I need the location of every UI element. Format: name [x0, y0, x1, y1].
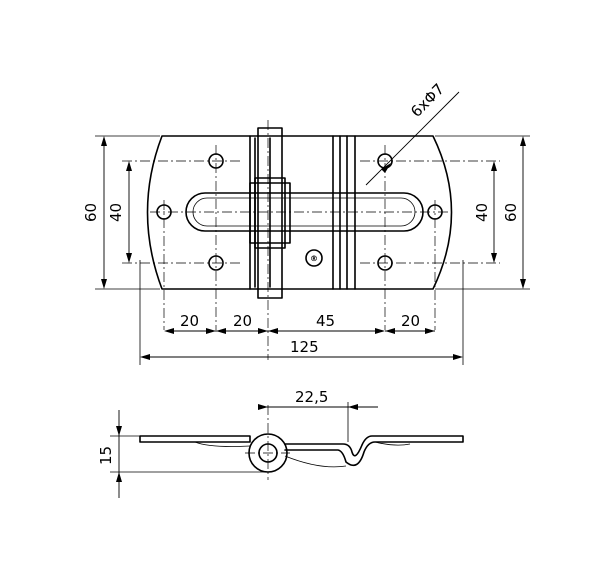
dim-holes-right: 40 [473, 203, 491, 222]
side-right-plate [284, 435, 464, 467]
logo-text: ® [310, 254, 318, 263]
dim-thickness: 15 [97, 446, 115, 465]
dim-chain-2: 20 [233, 312, 252, 330]
side-view: 15 22,5 [97, 388, 464, 498]
side-left-plate [139, 435, 251, 443]
latch-slot-inner [192, 197, 416, 227]
strap [249, 177, 291, 249]
dim-offset: 22,5 [295, 388, 328, 406]
dim-chain-3: 45 [316, 312, 335, 330]
plan-view: ® [82, 80, 530, 365]
dim-chain-4: 20 [401, 312, 420, 330]
dim-chain-1: 20 [180, 312, 199, 330]
dim-overall-length: 125 [290, 338, 319, 356]
dim-height-left: 60 [82, 203, 100, 222]
left-plate-outline [146, 135, 251, 290]
dim-holes-left: 40 [107, 203, 125, 222]
fold-lines [332, 135, 356, 290]
dim-height-right: 60 [502, 203, 520, 222]
right-plate-outline [346, 135, 453, 290]
logo-mark [305, 249, 323, 267]
center-lines [122, 120, 500, 360]
latch-slot [185, 192, 424, 232]
hinge-band [249, 135, 348, 290]
dim-hole-callout: 6xΦ7 [407, 80, 448, 121]
hinge-knuckle [254, 127, 283, 299]
extension-lines [95, 135, 530, 365]
